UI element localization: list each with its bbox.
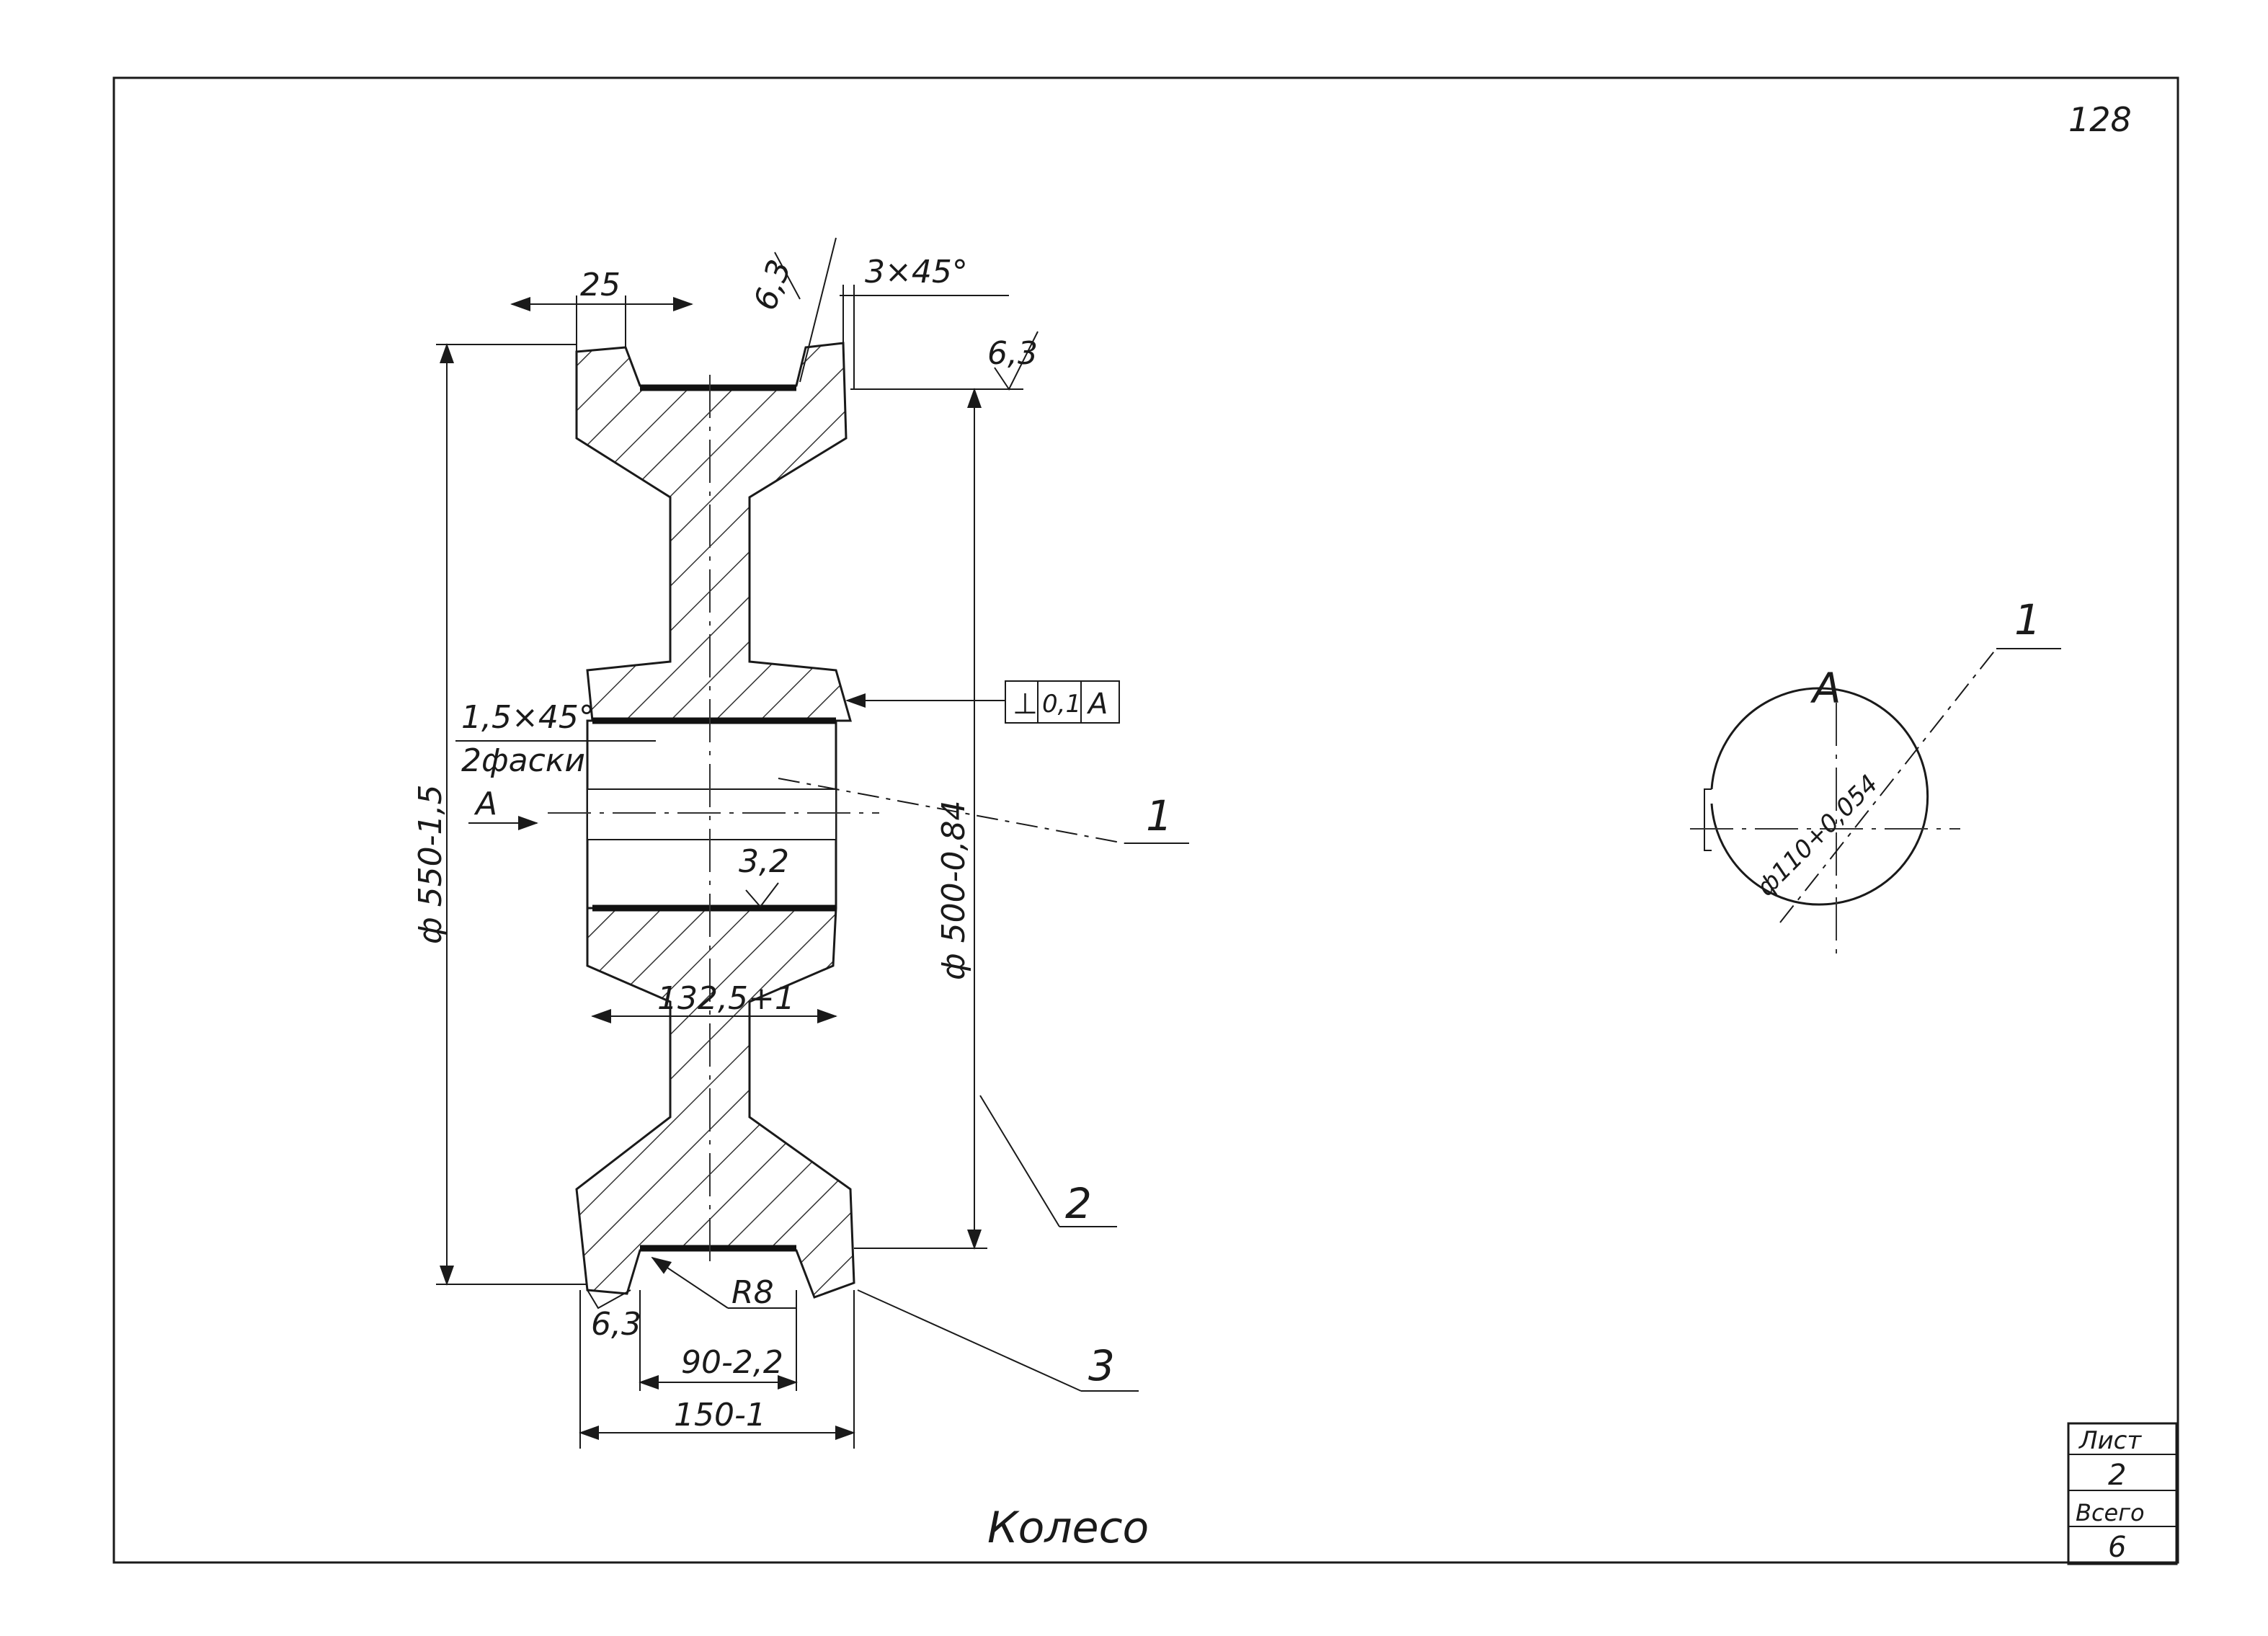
stamp-list-label: Лист (2078, 1426, 2142, 1455)
lower-rim-section (575, 907, 855, 1299)
upper-rim-section (575, 342, 852, 722)
stamp-total-value: 6 (2108, 1531, 2126, 1564)
dim-groove-width: 90-2,2 (681, 1344, 783, 1381)
tolerance-frame: ⊥ 0,1 A (845, 680, 1120, 724)
roughness-bore: 3,2 (739, 843, 789, 880)
chamfer-rim: 3×45° (865, 254, 968, 290)
dim-tread-diameter: ф 500-0,84 (935, 801, 972, 980)
callout-2: 2 (1065, 1179, 1092, 1228)
callout-1: 1 (1146, 791, 1173, 840)
dim-outer-diameter: ф 550-1,5 (412, 785, 449, 944)
dim-hub-length: 132,5+1 (657, 980, 795, 1017)
tolerance-datum: A (1086, 688, 1108, 721)
dimensions: 25 6,3 3×45° 6,3 ф 550-1,5 ф 500-0,84 1,… (412, 237, 1039, 1449)
view-a: А 1 ф110+0,054 (1690, 595, 2061, 955)
stamp-list-value: 2 (2108, 1459, 2126, 1492)
tolerance-symbol: ⊥ (1013, 688, 1038, 721)
section-marker-left: А (473, 786, 497, 822)
dim-total-width: 150-1 (674, 1397, 766, 1433)
stamp-total-label: Всего (2076, 1499, 2145, 1526)
sheet-stamp: Лист 2 Всего 6 (2067, 1422, 2178, 1565)
dim-rim-width: 25 (580, 267, 621, 303)
view-a-callout-1: 1 (2014, 595, 2041, 644)
drawing-title: Колесо (987, 1503, 1149, 1553)
callouts: 1 2 3 (778, 778, 1189, 1392)
wheel-section (548, 342, 879, 1299)
view-a-bore-diameter: ф110+0,054 (1751, 770, 1884, 902)
roughness-top: 6,3 (987, 335, 1038, 372)
page-number: 128 (2068, 100, 2132, 139)
tolerance-value: 0,1 (1042, 690, 1081, 719)
dim-bore-chamfer: 1,5×45° (461, 699, 595, 736)
roughness-flank: 6,3 (747, 255, 799, 315)
callout-3: 3 (1088, 1341, 1115, 1390)
sheet-frame (112, 76, 2179, 1564)
dim-groove-radius: R8 (731, 1274, 774, 1311)
keyway (587, 788, 837, 840)
roughness-bottom: 6,3 (591, 1306, 641, 1343)
dim-bore-chamfer-note: 2фаски (461, 742, 585, 779)
